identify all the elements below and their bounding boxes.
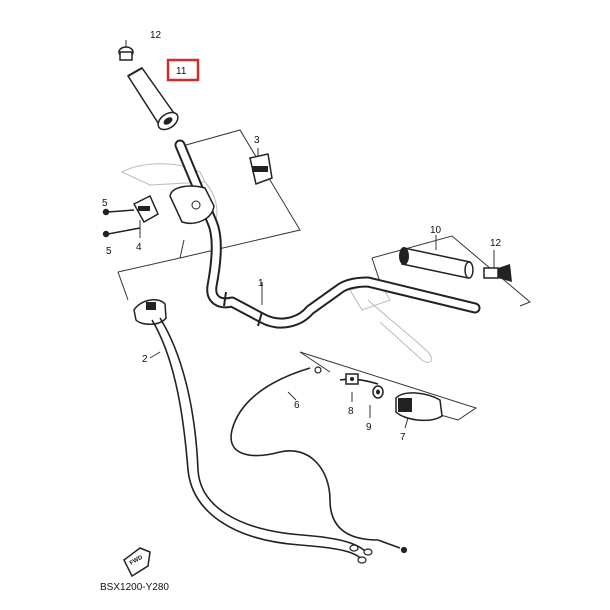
left-grip-end xyxy=(118,46,134,61)
throttle-cable-b xyxy=(159,317,367,553)
right-grip xyxy=(399,247,474,279)
frame-left-drop xyxy=(117,271,129,301)
lever-holder xyxy=(132,194,159,224)
washer xyxy=(372,385,384,399)
right-grip-end-label: 12 xyxy=(490,238,502,249)
right-grip-end xyxy=(483,264,512,282)
throttle-cable-a xyxy=(151,319,363,561)
handlebar xyxy=(174,139,481,329)
diagram-code: BSX1200-Y280 xyxy=(100,582,169,593)
handlebar-label: 1 xyxy=(258,278,264,289)
leader-6 xyxy=(287,391,297,401)
highlight-box xyxy=(166,58,200,82)
leader-lines xyxy=(117,40,531,429)
cable-ends xyxy=(314,366,408,564)
clutch-cable xyxy=(230,367,379,541)
highlighted-grip-label: 11 xyxy=(176,66,187,77)
throttle-housing xyxy=(395,392,443,422)
handlebar-holder xyxy=(249,153,273,186)
ghost-right-lever xyxy=(367,299,432,363)
frame-left-upper xyxy=(179,129,301,259)
screw-upper-label: 5 xyxy=(102,198,108,209)
left-grip-end-label: 12 xyxy=(150,30,162,41)
cables xyxy=(151,317,401,561)
screw-lower-label: 5 xyxy=(106,246,112,257)
leader-2 xyxy=(149,351,161,359)
left-grip xyxy=(126,67,179,131)
frame-right-drop xyxy=(371,257,381,283)
cable-tip xyxy=(377,539,401,549)
throttle-cable-housing xyxy=(133,298,167,325)
washer-label: 9 xyxy=(366,422,372,433)
clutch-cable-label: 6 xyxy=(294,400,300,411)
right-grip-label: 10 xyxy=(430,225,442,236)
adjuster-bolt xyxy=(345,373,359,385)
throttle-housing-label: 7 xyxy=(400,432,406,443)
handlebar-holder-label: 3 xyxy=(254,135,260,146)
leader-7 xyxy=(404,417,409,429)
ghost-left-lever xyxy=(120,163,206,186)
frame-cable-right xyxy=(299,351,478,421)
fwd-arrow-icon: FWD xyxy=(123,547,151,578)
lever-holder-label: 4 xyxy=(136,242,142,253)
left-switch-assembly xyxy=(169,185,215,224)
throttle-cable-label: 2 xyxy=(142,354,148,365)
frame-left-lower xyxy=(117,239,185,273)
adjuster-bolt-label: 8 xyxy=(348,406,354,417)
screws xyxy=(102,208,141,238)
part-labels: 12 11 3 5 4 5 1 10 12 2 6 8 9 7 xyxy=(102,30,502,443)
frame-cable-left xyxy=(299,351,331,373)
